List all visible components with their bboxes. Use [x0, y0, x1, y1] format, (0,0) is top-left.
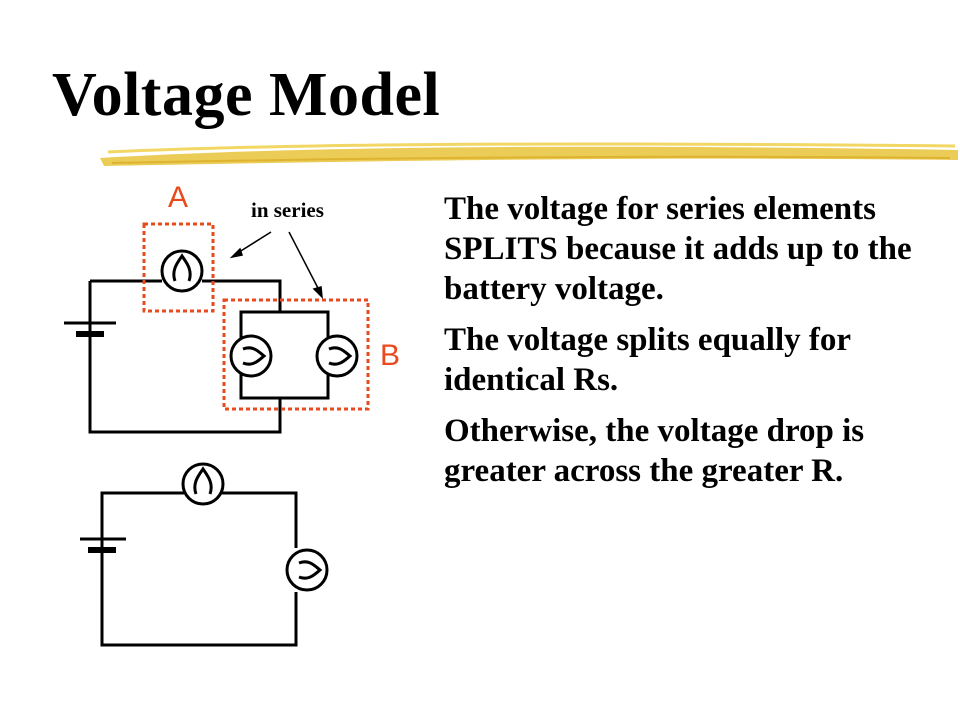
circuit2-wire-top-left	[100, 491, 184, 538]
arrow-to-a	[235, 231, 272, 255]
circuit1-wire-top-right	[202, 279, 282, 312]
arrow-to-a-head	[229, 247, 243, 259]
highlight-box-b	[222, 298, 370, 411]
circuit2-wire-top-right	[222, 491, 298, 548]
circuit2-wire-bottom	[100, 538, 298, 647]
bulb-a-filament	[172, 253, 192, 282]
arrow-to-b-head	[312, 286, 323, 300]
paragraph-series-splits: The voltage for series elements SPLITS b…	[444, 191, 912, 307]
bulb-a-icon	[160, 249, 204, 293]
bulb-b1-filament	[242, 346, 267, 366]
label-in-series: in series	[251, 198, 324, 222]
bulb-b2-icon	[315, 334, 359, 378]
bulb-b1-icon	[229, 334, 273, 378]
bulb-b2-filament	[328, 346, 353, 366]
slide-title: Voltage Model	[52, 61, 441, 129]
body-text: The voltage for series elements SPLITS b…	[444, 190, 944, 502]
simple-series-circuit	[80, 462, 329, 647]
bulb-circuit2-right-filament	[298, 560, 323, 580]
bulb-circuit2-top-filament	[193, 466, 213, 495]
in-series-arrows	[229, 231, 323, 300]
label-b: B	[380, 339, 401, 372]
series-parallel-circuit	[64, 249, 359, 434]
label-a: A	[168, 181, 189, 214]
paragraph-identical-rs: The voltage splits equally for identical…	[444, 321, 851, 398]
bulb-circuit2-right-icon	[285, 548, 329, 592]
arrow-to-b	[288, 231, 321, 293]
bulb-circuit2-top-icon	[181, 462, 225, 506]
paragraph-greater-r: Otherwise, the voltage drop is greater a…	[444, 412, 865, 489]
circuit1-wire-left-bottom	[88, 281, 282, 434]
highlight-box-a	[142, 222, 215, 313]
